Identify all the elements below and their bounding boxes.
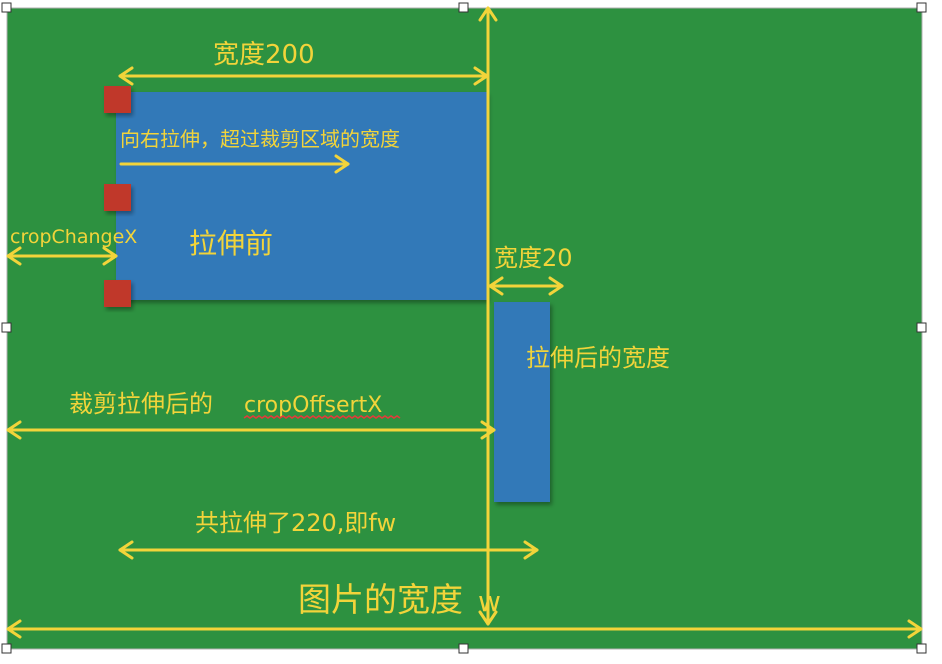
selection-handle-middle-right[interactable] — [916, 322, 927, 333]
resize-handle-top[interactable] — [104, 86, 131, 113]
label-width-20: 宽度20 — [494, 244, 573, 272]
total-stretch-arrow — [118, 540, 539, 560]
image-width-arrow — [6, 619, 923, 639]
selection-handle-top-right[interactable] — [916, 2, 927, 13]
label-width-200: 宽度200 — [213, 40, 315, 70]
width-20-arrow — [488, 276, 564, 296]
width-200-arrow — [118, 66, 489, 86]
label-before-stretch: 拉伸前 — [189, 227, 273, 260]
selection-handle-top-left[interactable] — [1, 2, 12, 13]
crop-box-after — [494, 302, 550, 502]
label-crop-change-x: cropChangeX — [10, 226, 137, 248]
crop-box-before — [116, 92, 487, 300]
selection-handle-bottom-left[interactable] — [1, 643, 12, 654]
label-after-stretch-width: 拉伸后的宽度 — [526, 344, 670, 372]
spellcheck-underline — [243, 415, 401, 419]
stretch-right-arrow — [119, 154, 350, 174]
selection-handle-bottom-right[interactable] — [916, 643, 927, 654]
label-crop-offset-term: cropOffsertX — [244, 393, 382, 418]
selection-handle-bottom-center[interactable] — [458, 643, 469, 654]
selection-handle-middle-left[interactable] — [1, 322, 12, 333]
selection-handle-top-center[interactable] — [458, 2, 469, 13]
label-image-width-suffix: w — [478, 585, 501, 618]
crop-change-x-arrow — [6, 246, 118, 266]
resize-handle-middle[interactable] — [104, 184, 131, 211]
label-stretch-right: 向右拉伸，超过裁剪区域的宽度 — [120, 127, 400, 151]
label-crop-offset-prefix: 裁剪拉伸后的 — [69, 390, 213, 418]
resize-handle-bottom[interactable] — [104, 280, 131, 307]
label-image-width: 图片的宽度 — [298, 580, 463, 619]
label-total-stretch: 共拉伸了220,即fw — [195, 509, 396, 537]
crop-offset-x-arrow — [6, 420, 496, 440]
boundary-vertical-arrow — [478, 6, 498, 626]
